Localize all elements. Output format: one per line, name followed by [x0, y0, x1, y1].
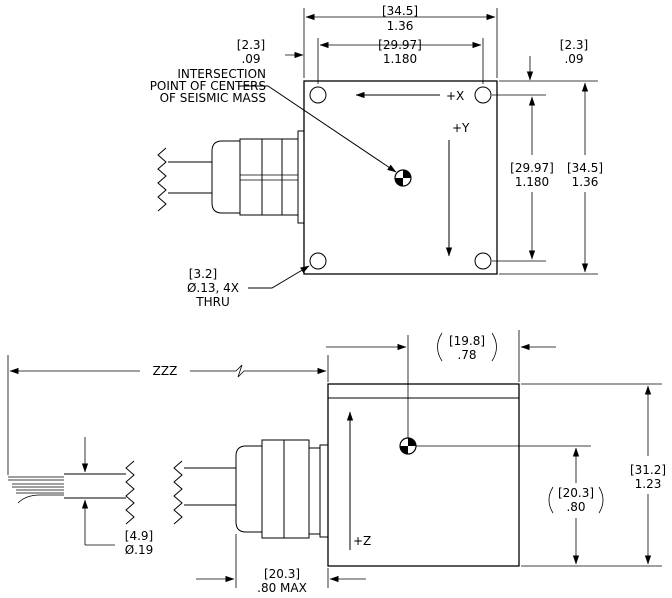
dim-total-height-mm: [31.2] [630, 463, 666, 477]
hole-callout-leader [248, 265, 310, 289]
dim-connector-len-in: .80 MAX [257, 581, 307, 595]
dim-hole-spacing-x-mm: [29.97] [378, 38, 422, 52]
intersection-label-line2: POINT OF CENTERS [150, 79, 266, 93]
hole-callout-thru: THRU [195, 295, 229, 309]
dim-overall-height-in: 1.36 [572, 175, 599, 189]
mounting-hole-bottom-left [309, 252, 327, 270]
y-axis-label: +Y [452, 121, 470, 135]
mounting-hole-top-right [474, 86, 492, 104]
top-cable [157, 147, 212, 212]
hole-callout-mm: [3.2] [189, 267, 217, 281]
dim-center-offset-paren-open [437, 332, 443, 362]
dim-cable-length-label: ZZZ [153, 364, 178, 378]
dim-center-offset-paren-close [491, 332, 497, 362]
dim-center-offset-mm: [19.8] [449, 334, 485, 348]
dim-cable-dia-in: Ø.19 [125, 543, 154, 557]
mounting-hole-top-left [309, 86, 327, 104]
seismic-mass-center-symbol [394, 169, 412, 187]
dim-center-height-in: .80 [566, 500, 585, 514]
dim-connector-len-mm: [20.3] [264, 567, 300, 581]
side-cable [64, 460, 236, 525]
dim-hole-spacing-y-in: 1.180 [515, 175, 549, 189]
hole-callout-dia: Ø.13, 4X [187, 281, 239, 295]
dim-hole-spacing-x-in: 1.180 [383, 52, 417, 66]
intersection-label-line1: INTERSECTION [177, 67, 266, 81]
lead-wires [8, 476, 64, 504]
top-connector [211, 130, 305, 224]
top-view: INTERSECTION POINT OF CENTERS OF SEISMIC… [150, 4, 603, 309]
side-center-symbol [399, 437, 417, 455]
dim-hole-spacing-y-mm: [29.97] [510, 161, 554, 175]
side-view: ZZZ [19.8] .78 +Z [20.3] .80 [7, 330, 666, 595]
side-connector [235, 439, 329, 539]
dim-right-margin-in: .09 [564, 52, 583, 66]
dim-overall-height-mm: [34.5] [567, 161, 603, 175]
intersection-leader [238, 85, 397, 173]
dim-center-height-paren-open [548, 486, 554, 514]
dim-overall-width-mm: [34.5] [382, 4, 418, 18]
dim-total-height-in: 1.23 [635, 477, 662, 491]
x-axis-label: +X [446, 89, 464, 103]
dim-cable-length-break [190, 364, 327, 378]
dim-center-height-mm: [20.3] [558, 486, 594, 500]
z-axis-label: +Z [353, 534, 371, 548]
dim-left-margin-mm: [2.3] [237, 38, 265, 52]
dim-center-height-paren-close [598, 486, 604, 514]
dim-left-margin-in: .09 [241, 52, 260, 66]
dim-overall-width-in: 1.36 [387, 19, 414, 33]
mounting-hole-bottom-right [474, 252, 492, 270]
dim-cable-dia-mm: [4.9] [125, 529, 153, 543]
dim-center-offset-in: .78 [457, 348, 476, 362]
dim-right-margin-mm: [2.3] [560, 38, 588, 52]
intersection-label-line3: OF SEISMIC MASS [160, 91, 266, 105]
